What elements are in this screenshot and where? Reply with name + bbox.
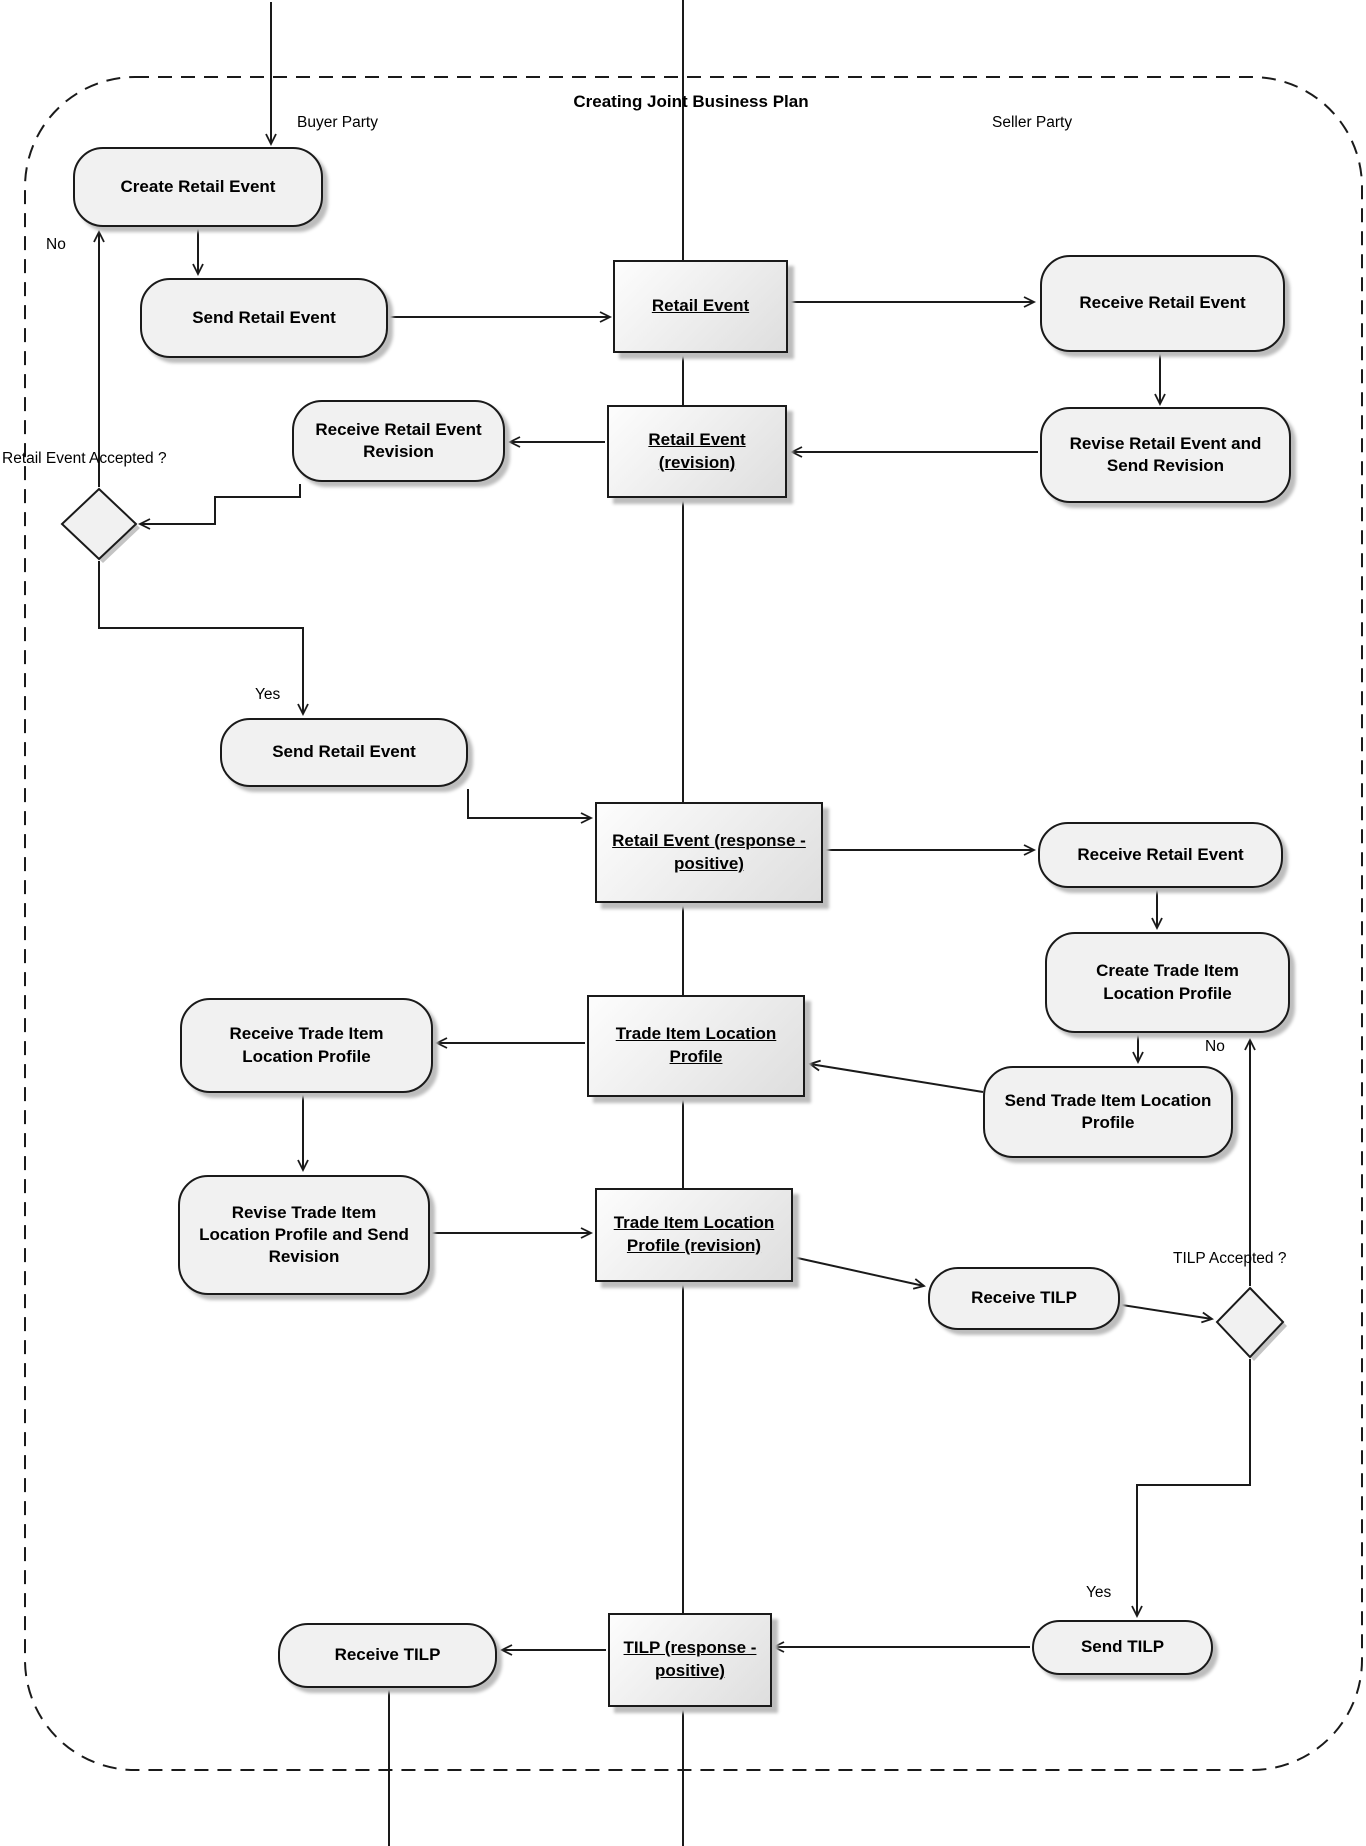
guard-label-no-retail-event: No	[46, 236, 66, 253]
activity-receive-retail-event-2: Receive Retail Event	[1038, 822, 1283, 888]
activity-receive-retail-event-revision: Receive Retail Event Revision	[292, 400, 505, 482]
lane-label-buyer-party: Buyer Party	[297, 114, 378, 131]
decision-question-retail-event-accepted: Retail Event Accepted ?	[2, 450, 167, 467]
activity-receive-tilp-profile: Receive Trade Item Location Profile	[180, 998, 433, 1093]
object-trade-item-location-profile: Trade Item Location Profile	[587, 995, 805, 1097]
activity-send-retail-event-2: Send Retail Event	[220, 718, 468, 787]
activity-receive-tilp-1: Receive TILP	[928, 1267, 1120, 1330]
activity-revise-tilp: Revise Trade Item Location Profile and S…	[178, 1175, 430, 1295]
activity-revise-retail-event: Revise Retail Event and Send Revision	[1040, 407, 1291, 503]
edge-send-tilp-profile-to-tilp-object	[808, 1059, 984, 1093]
guard-label-no-tilp: No	[1205, 1038, 1225, 1055]
edge-receive-tilp-to-decision	[1121, 1304, 1214, 1324]
edge-send2-to-response-object	[467, 789, 594, 824]
object-retail-event-response-positive: Retail Event (response - positive)	[595, 802, 823, 903]
object-tilp-response-positive: TILP (response - positive)	[608, 1613, 772, 1707]
object-retail-event: Retail Event	[613, 260, 788, 353]
activity-receive-retail-event-1: Receive Retail Event	[1040, 255, 1285, 352]
edge-tilp-decision-yes-to-send-tilp	[1131, 1359, 1251, 1619]
frame-title: Creating Joint Business Plan	[573, 92, 809, 111]
object-trade-item-location-profile-revision: Trade Item Location Profile (revision)	[595, 1188, 793, 1282]
decision-diamond-retail-event-accepted	[60, 487, 138, 561]
activity-send-tilp: Send TILP	[1032, 1620, 1213, 1675]
guard-label-yes-tilp: Yes	[1086, 1584, 1112, 1601]
decision-diamond-tilp-accepted	[1215, 1286, 1285, 1359]
object-retail-event-revision: Retail Event (revision)	[607, 405, 787, 498]
activity-send-retail-event-1: Send Retail Event	[140, 278, 388, 358]
activity-create-tilp: Create Trade Item Location Profile	[1045, 932, 1290, 1033]
frame-border	[24, 76, 1363, 1771]
lane-label-seller-party: Seller Party	[992, 114, 1073, 131]
activity-receive-tilp-2: Receive TILP	[278, 1623, 497, 1688]
activity-create-retail-event: Create Retail Event	[73, 147, 323, 227]
decision-question-tilp-accepted: TILP Accepted ?	[1173, 1250, 1287, 1267]
edge-receive-revision-to-decision	[137, 484, 301, 530]
edge-decision-yes-to-send	[98, 561, 309, 717]
edge-tilp-revision-to-receive-tilp	[792, 1256, 926, 1290]
guard-label-yes-retail-event: Yes	[255, 686, 281, 703]
activity-send-tilp-profile: Send Trade Item Location Profile	[983, 1066, 1233, 1158]
